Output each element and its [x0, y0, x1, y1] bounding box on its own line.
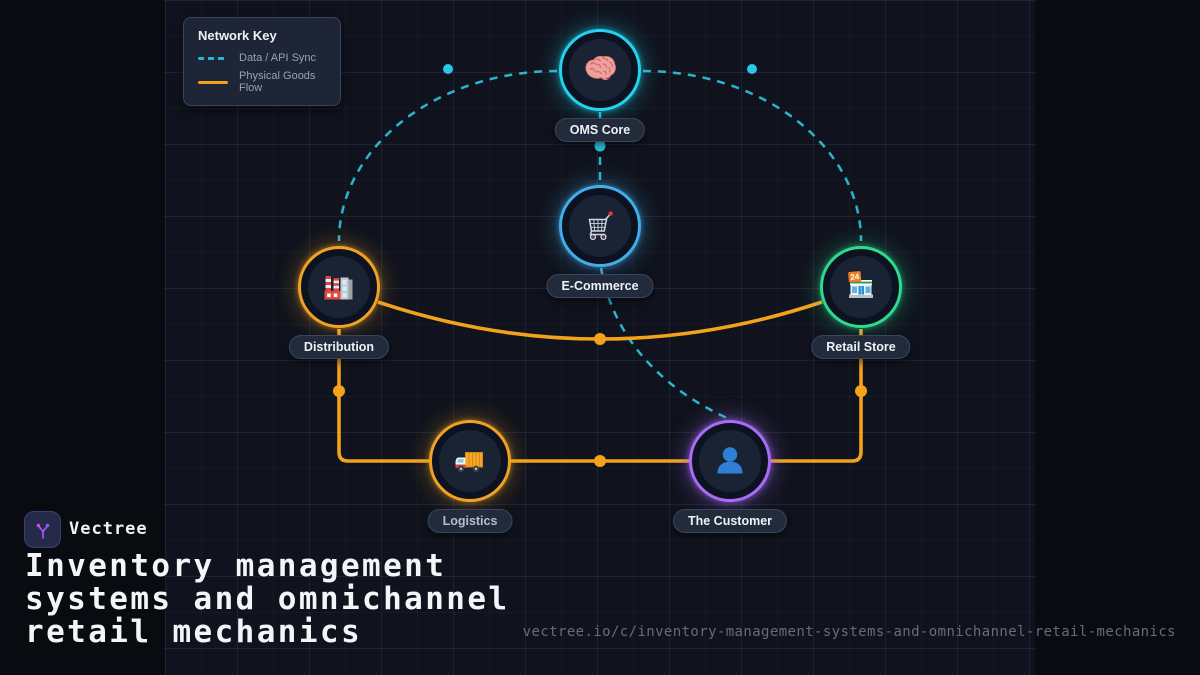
node-ring [559, 29, 641, 111]
delivery-truck-icon [455, 452, 483, 472]
dashed-line-swatch [198, 56, 228, 60]
network-key-legend: Network Key Data / API Sync Physical Goo… [183, 17, 341, 106]
goods-flow-dot [594, 455, 606, 467]
sync-flow-dot [443, 64, 453, 74]
node-ring [429, 420, 511, 502]
person-icon [717, 447, 743, 474]
solid-line-swatch [198, 80, 228, 84]
node-disc: 24 [830, 256, 892, 318]
factory-icon [324, 276, 353, 300]
node-ring [689, 420, 771, 502]
legend-item-physical-goods-flow: Physical Goods Flow [198, 70, 326, 94]
convenience-store-icon: 24 [848, 271, 873, 298]
node-ring: 24 [820, 246, 902, 328]
node-disc [569, 195, 631, 257]
node-ecommerce: E-Commerce [546, 182, 654, 298]
node-label-retail-store: Retail Store [811, 335, 911, 359]
legend-item-data-api-sync: Data / API Sync [198, 52, 326, 64]
edge-distribution-logistics-customer-retail [337, 329, 863, 463]
node-label-the-customer: The Customer [672, 509, 788, 533]
sync-flow-dot [747, 64, 757, 74]
node-label-distribution: Distribution [288, 335, 390, 359]
node-distribution: Distribution [288, 243, 390, 359]
node-label-ecommerce: E-Commerce [546, 274, 654, 298]
legend-title: Network Key [198, 28, 277, 43]
store-sign-text: 24 [850, 272, 860, 282]
node-disc [699, 430, 761, 492]
edge-ecommerce-customer [599, 267, 728, 420]
edge-oms-retail [642, 69, 863, 242]
node-ring [298, 246, 380, 328]
node-the-customer: The Customer [672, 417, 788, 533]
shopping-cart-icon [588, 211, 613, 241]
goods-flow-dot [855, 385, 867, 397]
node-label-oms-core: OMS Core [554, 118, 646, 142]
node-label-logistics: Logistics [427, 509, 513, 533]
node-disc [569, 39, 631, 101]
node-disc [439, 430, 501, 492]
node-retail-store: 24 Retail Store [811, 243, 911, 359]
goods-flow-dot [333, 385, 345, 397]
sync-flow-dot [594, 140, 606, 152]
node-ring [559, 185, 641, 267]
node-logistics: Logistics [426, 417, 514, 533]
edge-oms-distribution [337, 69, 558, 242]
goods-flow-dot [594, 333, 606, 345]
node-disc [308, 256, 370, 318]
brain-icon [585, 55, 616, 80]
node-oms-core: OMS Core [554, 26, 646, 142]
